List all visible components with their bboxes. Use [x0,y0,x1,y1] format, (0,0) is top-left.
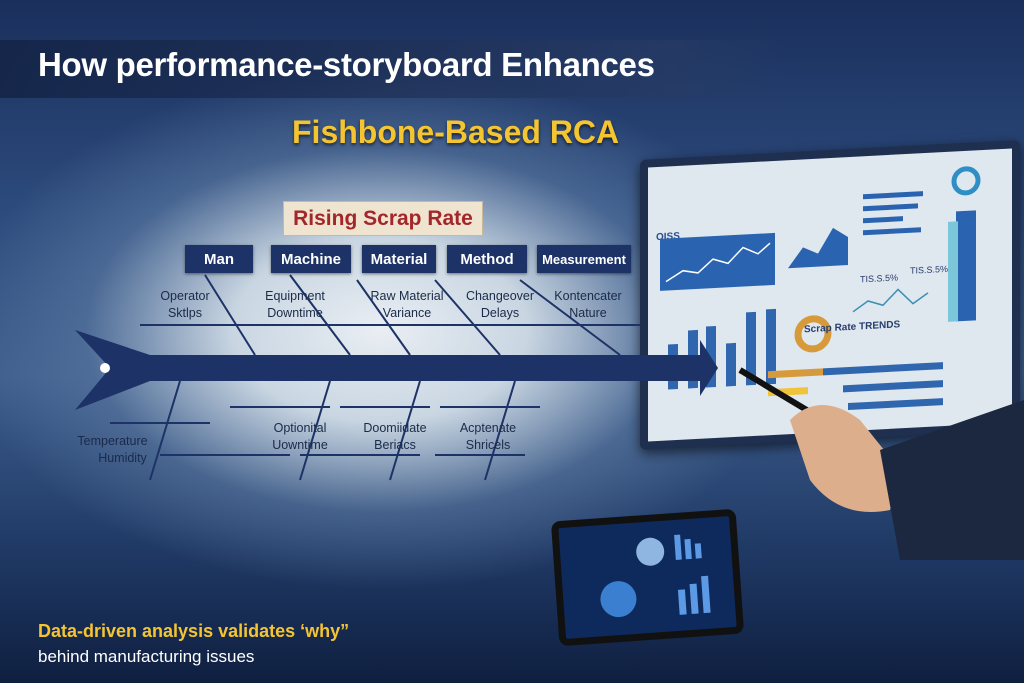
page-subtitle: Fishbone-Based RCA [292,114,620,150]
effect-label: Rising Scrap Rate [283,201,483,236]
fish-eye [100,363,110,373]
tablet [550,508,745,647]
category-method: Method [447,245,527,273]
page-title: How performance-storyboard Enhances [38,46,655,83]
gantt-chart [768,362,943,411]
category-man: Man [185,245,253,273]
title-banner [0,40,790,98]
donut-chart [794,315,832,353]
presenter-hand [738,367,1024,560]
area-chart [788,227,848,269]
footer-headline: Data-driven analysis validates ‘why” [38,621,350,641]
line-chart-line [665,242,771,283]
pen-icon [738,367,812,415]
category-measurement: Measurement [537,245,631,273]
hbar-chart [863,191,923,236]
line-chart-panel [660,232,775,291]
category-material: Material [362,245,436,273]
tablet-charts [600,534,711,618]
tall-bar [956,210,976,322]
footer-subline: behind manufacturing issues [38,647,255,666]
category-machine: Machine [271,245,351,273]
scatter-line [852,288,929,313]
fishbone-spine [75,330,718,410]
bones [110,274,640,481]
user-icon [951,166,981,196]
